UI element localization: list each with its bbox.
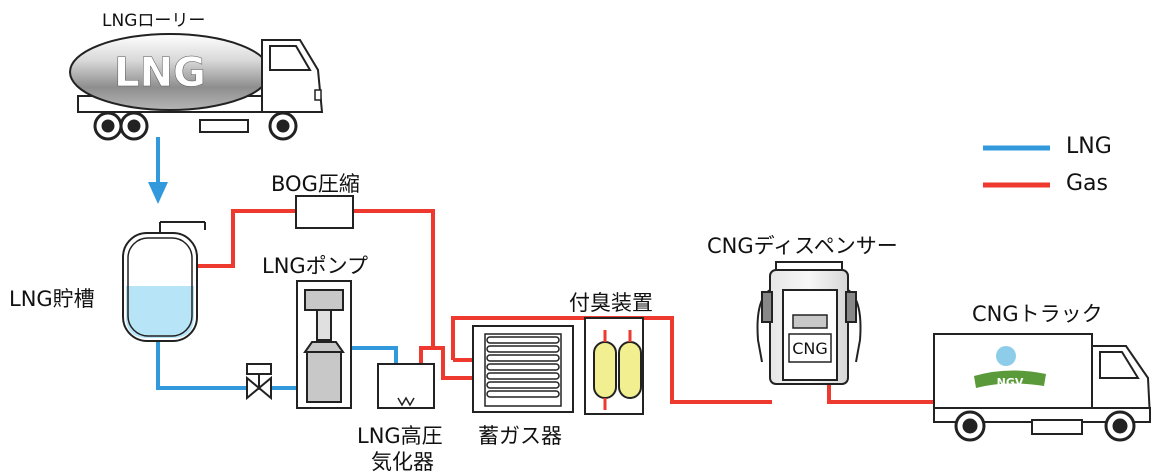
ngv-logo: NGV [974, 346, 1046, 389]
tank-to-bog-pipe [197, 209, 296, 268]
truck-window [1099, 351, 1140, 379]
odorizer [584, 317, 644, 415]
gas-storage [472, 325, 574, 413]
legend-label-lng: LNG [1066, 134, 1112, 159]
dispenser-sign-box [788, 333, 832, 363]
dispenser-sign-text: CNG [792, 339, 828, 358]
valve-icon [246, 363, 272, 401]
tank-liquid [126, 286, 194, 338]
tank-to-pump-pipe [156, 340, 301, 390]
lorry-tank-text: LNG [114, 50, 206, 96]
lorry-window [269, 45, 312, 71]
lng-lorry: LNG [69, 33, 324, 141]
odorizer-tank-left [593, 341, 617, 399]
gas-storage-label: 蓄ガス器 [478, 424, 562, 448]
storage-loop-pipe [451, 316, 598, 360]
cng-dispenser: CNG [756, 261, 862, 385]
lorry-wheels [93, 111, 298, 141]
tank-label: LNG貯槽 [9, 287, 95, 311]
dispenser-display [792, 314, 828, 329]
truck-wheels [954, 410, 1136, 442]
dispenser-label: CNGディスペンサー [707, 234, 898, 258]
lng-pump [296, 280, 352, 409]
down-arrow-icon [148, 182, 168, 204]
vaporizer-to-storage-pipe [433, 346, 487, 380]
truck-label: CNGトラック [972, 302, 1103, 326]
lng-storage-tank [122, 221, 206, 342]
bog-compressor-label: BOG圧縮 [271, 172, 360, 196]
zigzag-coil-icon [397, 396, 415, 407]
legend-label-gas: Gas [1066, 171, 1108, 196]
legend [983, 145, 1050, 188]
lorry-label: LNGローリー [102, 11, 206, 31]
storage-cylinders [486, 336, 560, 398]
odorizer-label: 付臭装置 [569, 291, 653, 315]
truck-logo-text: NGV [997, 376, 1024, 389]
dispenser-nozzles [756, 289, 862, 363]
vaporizer-label-line1: LNG高圧 [357, 424, 443, 448]
lng-high-pressure-vaporizer [377, 363, 435, 409]
bog-compressor-box [295, 195, 354, 229]
pump-label: LNGポンプ [262, 254, 369, 278]
vaporizer-label-line2: 気化器 [371, 450, 434, 474]
dispenser-to-truck-pipe [827, 385, 940, 404]
odorizer-tank-right [618, 341, 642, 399]
cng-truck: NGV [933, 333, 1152, 442]
